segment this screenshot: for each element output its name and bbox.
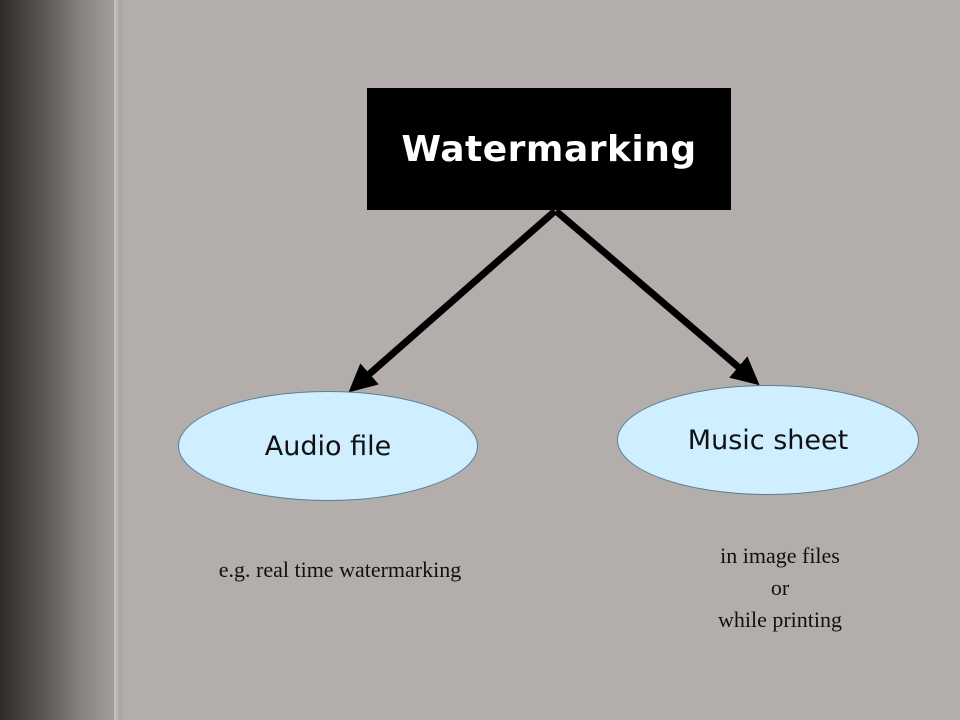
node-music-sheet: Music sheet [617, 385, 919, 495]
note-audio-file-line: e.g. real time watermarking [218, 557, 462, 582]
root-node: Watermarking [367, 88, 731, 210]
node-music-sheet-label: Music sheet [687, 424, 849, 456]
node-audio-file-label: Audio file [264, 430, 392, 462]
note-music-sheet-line-2: or [770, 575, 790, 600]
arrow-to-audio-file [348, 208, 558, 393]
root-node-label: Watermarking [401, 128, 697, 170]
side-decoration-bar [0, 0, 118, 720]
arrow-to-music-sheet [553, 208, 760, 386]
note-music-sheet-line-3: while printing [717, 607, 843, 632]
node-audio-file: Audio file [178, 391, 478, 501]
note-music-sheet: in image files or while printing [640, 540, 920, 636]
side-decoration-edge [114, 0, 124, 720]
note-audio-file: e.g. real time watermarking [150, 557, 530, 583]
note-music-sheet-line-1: in image files [720, 543, 840, 568]
